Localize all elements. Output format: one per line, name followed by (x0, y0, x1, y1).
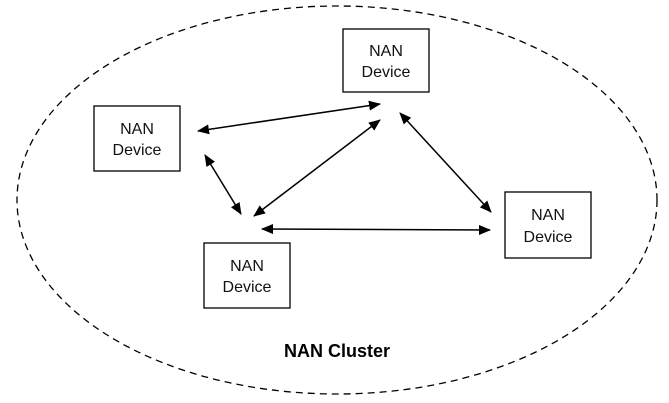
edge-top-right (399, 112, 492, 213)
node-top: NAN Device (342, 28, 430, 93)
node-top-label-line1: NAN (369, 43, 403, 60)
node-right-box (504, 191, 592, 259)
node-bottom-box (203, 242, 291, 309)
node-top-box (342, 28, 430, 93)
node-left-label-line2: Device (113, 142, 162, 159)
node-left-label-line1: NAN (120, 121, 154, 138)
cluster-boundary (16, 5, 658, 395)
node-bottom: NAN Device (203, 242, 291, 309)
node-right-label-line1: NAN (531, 207, 565, 224)
edges (197, 100, 492, 235)
node-left-box (93, 105, 181, 172)
edge-left-top (197, 100, 381, 135)
edge-left-bottom (204, 154, 242, 215)
node-left: NAN Device (93, 105, 181, 172)
edge-top-bottom (253, 119, 381, 217)
edge-bottom-right (261, 224, 491, 235)
node-bottom-label-line2: Device (223, 279, 272, 296)
node-top-label-line2: Device (362, 64, 411, 81)
node-right: NAN Device (504, 191, 592, 259)
node-right-label-line2: Device (524, 229, 573, 246)
node-bottom-label-line1: NAN (230, 258, 264, 275)
cluster-label: NAN Cluster (284, 341, 390, 361)
